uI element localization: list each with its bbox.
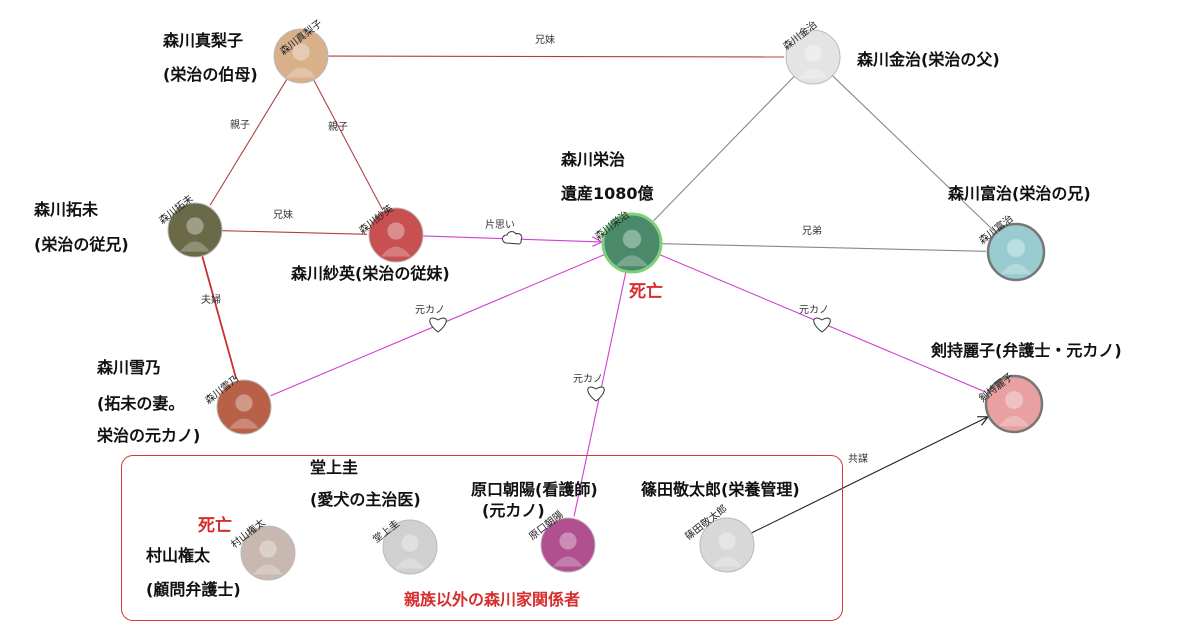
avatar [540,517,596,573]
edge-mariko-kinji [327,55,785,58]
avatar-face [387,222,405,240]
node-murayama[interactable]: 村山権太 [228,516,296,581]
avatar [167,202,223,258]
avatar-body [180,241,210,252]
avatar-face [292,43,310,61]
edge-shinoda-reiko [750,417,987,534]
avatar-face [1007,239,1025,257]
edge-mariko-takumi [209,78,288,206]
label-murayama-name: 村山権太 [146,546,211,565]
node-kinji[interactable]: 森川金治 [780,18,841,85]
avatar-body [553,556,583,567]
avatar [368,207,424,263]
avatar [240,525,296,581]
node-sae[interactable]: 森川紗英 [356,202,424,263]
edge-mariko-sae [313,79,383,210]
edge-label-shinoda-reiko: 共謀 [848,452,868,465]
avatar-body [998,415,1030,427]
node-eiji[interactable]: 森川栄治 [592,208,663,274]
avatar [601,212,663,274]
non-family-group-box [121,455,843,621]
avatar-body [229,418,259,429]
edge-takumi-yukino [201,255,238,380]
node-yukino[interactable]: 森川雪乃 [202,372,272,435]
label-shinoda: 篠田敬太郎(栄養管理) [641,480,800,499]
avatar-body [798,68,828,79]
edge-label-mariko-takumi: 親子 [230,118,250,131]
avatar [273,28,329,84]
edge-takumi-sae [221,230,368,235]
label-mariko-name: 森川真梨子 [163,31,244,50]
avatar-face [718,532,736,550]
avatar-body [712,556,742,567]
avatar [986,222,1046,282]
avatar [382,519,438,575]
label-mariko-role: (栄治の伯母) [163,65,258,84]
node-tomiji[interactable]: 森川富治 [976,212,1046,282]
avatar-face [186,217,204,235]
avatar [699,517,755,573]
label-murayama-role: (顧問弁護士) [146,580,241,599]
edge-label-mariko-kinji: 兄妹 [535,34,555,46]
avatar-face [622,229,642,249]
label-yukino-role2: 栄治の元カノ) [97,426,201,445]
label-dojo-name: 堂上圭 [310,458,359,477]
edge-label-takumi-yukino: 夫婦 [201,294,221,306]
label-kinji: 森川金治(栄治の父) [857,50,1000,69]
label-eiji-dead: 死亡 [629,282,663,302]
heart-icon [587,386,605,402]
label-eiji-name: 森川栄治 [561,150,626,169]
avatar-body [616,255,648,267]
edge-label-eiji-reiko: 元カノ [799,304,829,316]
node-reiko[interactable]: 剣持麗子 [976,370,1044,434]
edge-label-mariko-sae: 親子 [328,120,348,133]
avatar-face [804,44,822,62]
edge-eiji-tomiji [660,243,987,252]
avatar-face [259,540,277,558]
avatar-body [381,246,411,257]
thought-bubble-icon [502,231,523,245]
label-sae: 森川紗英(栄治の従妹) [291,264,450,283]
label-haraguchi-name: 原口朝陽(看護師) [471,480,598,499]
avatar-face [1005,391,1023,409]
label-tomiji: 森川富治(栄治の兄) [948,184,1091,203]
avatar-face [401,534,419,552]
node-mariko[interactable]: 森川真梨子 [273,17,329,84]
avatar-face [559,532,577,550]
avatar-body [1000,263,1032,275]
avatar [216,379,272,435]
avatar-body [253,564,283,575]
avatar-body [286,67,316,78]
edge-label-takumi-sae: 兄妹 [273,209,293,221]
label-eiji-inheritance: 遺産1080億 [561,184,654,203]
edge-label-eiji-tomiji: 兄弟 [802,225,822,237]
edge-kinji-eiji [653,75,795,222]
avatar [785,29,841,85]
label-reiko: 剣持麗子(弁護士・元カノ) [931,341,1122,360]
heart-icon [813,317,831,333]
label-takumi-role: (栄治の従兄) [34,235,129,254]
label-murayama-dead: 死亡 [198,516,232,536]
label-haraguchi-role: (元カノ) [482,501,545,520]
avatar-face [235,394,253,412]
edge-label-eiji-yukino: 元カノ [415,304,445,316]
edge-label-eiji-haraguchi: 元カノ [573,373,603,385]
avatar-body [395,558,425,569]
label-yukino-name: 森川雪乃 [97,358,162,377]
label-dojo-role: (愛犬の主治医) [310,490,421,509]
label-takumi-name: 森川拓未 [34,200,99,219]
edge-label-sae-eiji: 片思い [485,218,515,231]
heart-icon [429,317,447,333]
avatar [984,374,1044,434]
edge-kinji-tomiji [832,75,995,232]
label-yukino-role1: (拓未の妻。 [97,394,185,413]
label-group-title: 親族以外の森川家関係者 [404,590,581,609]
